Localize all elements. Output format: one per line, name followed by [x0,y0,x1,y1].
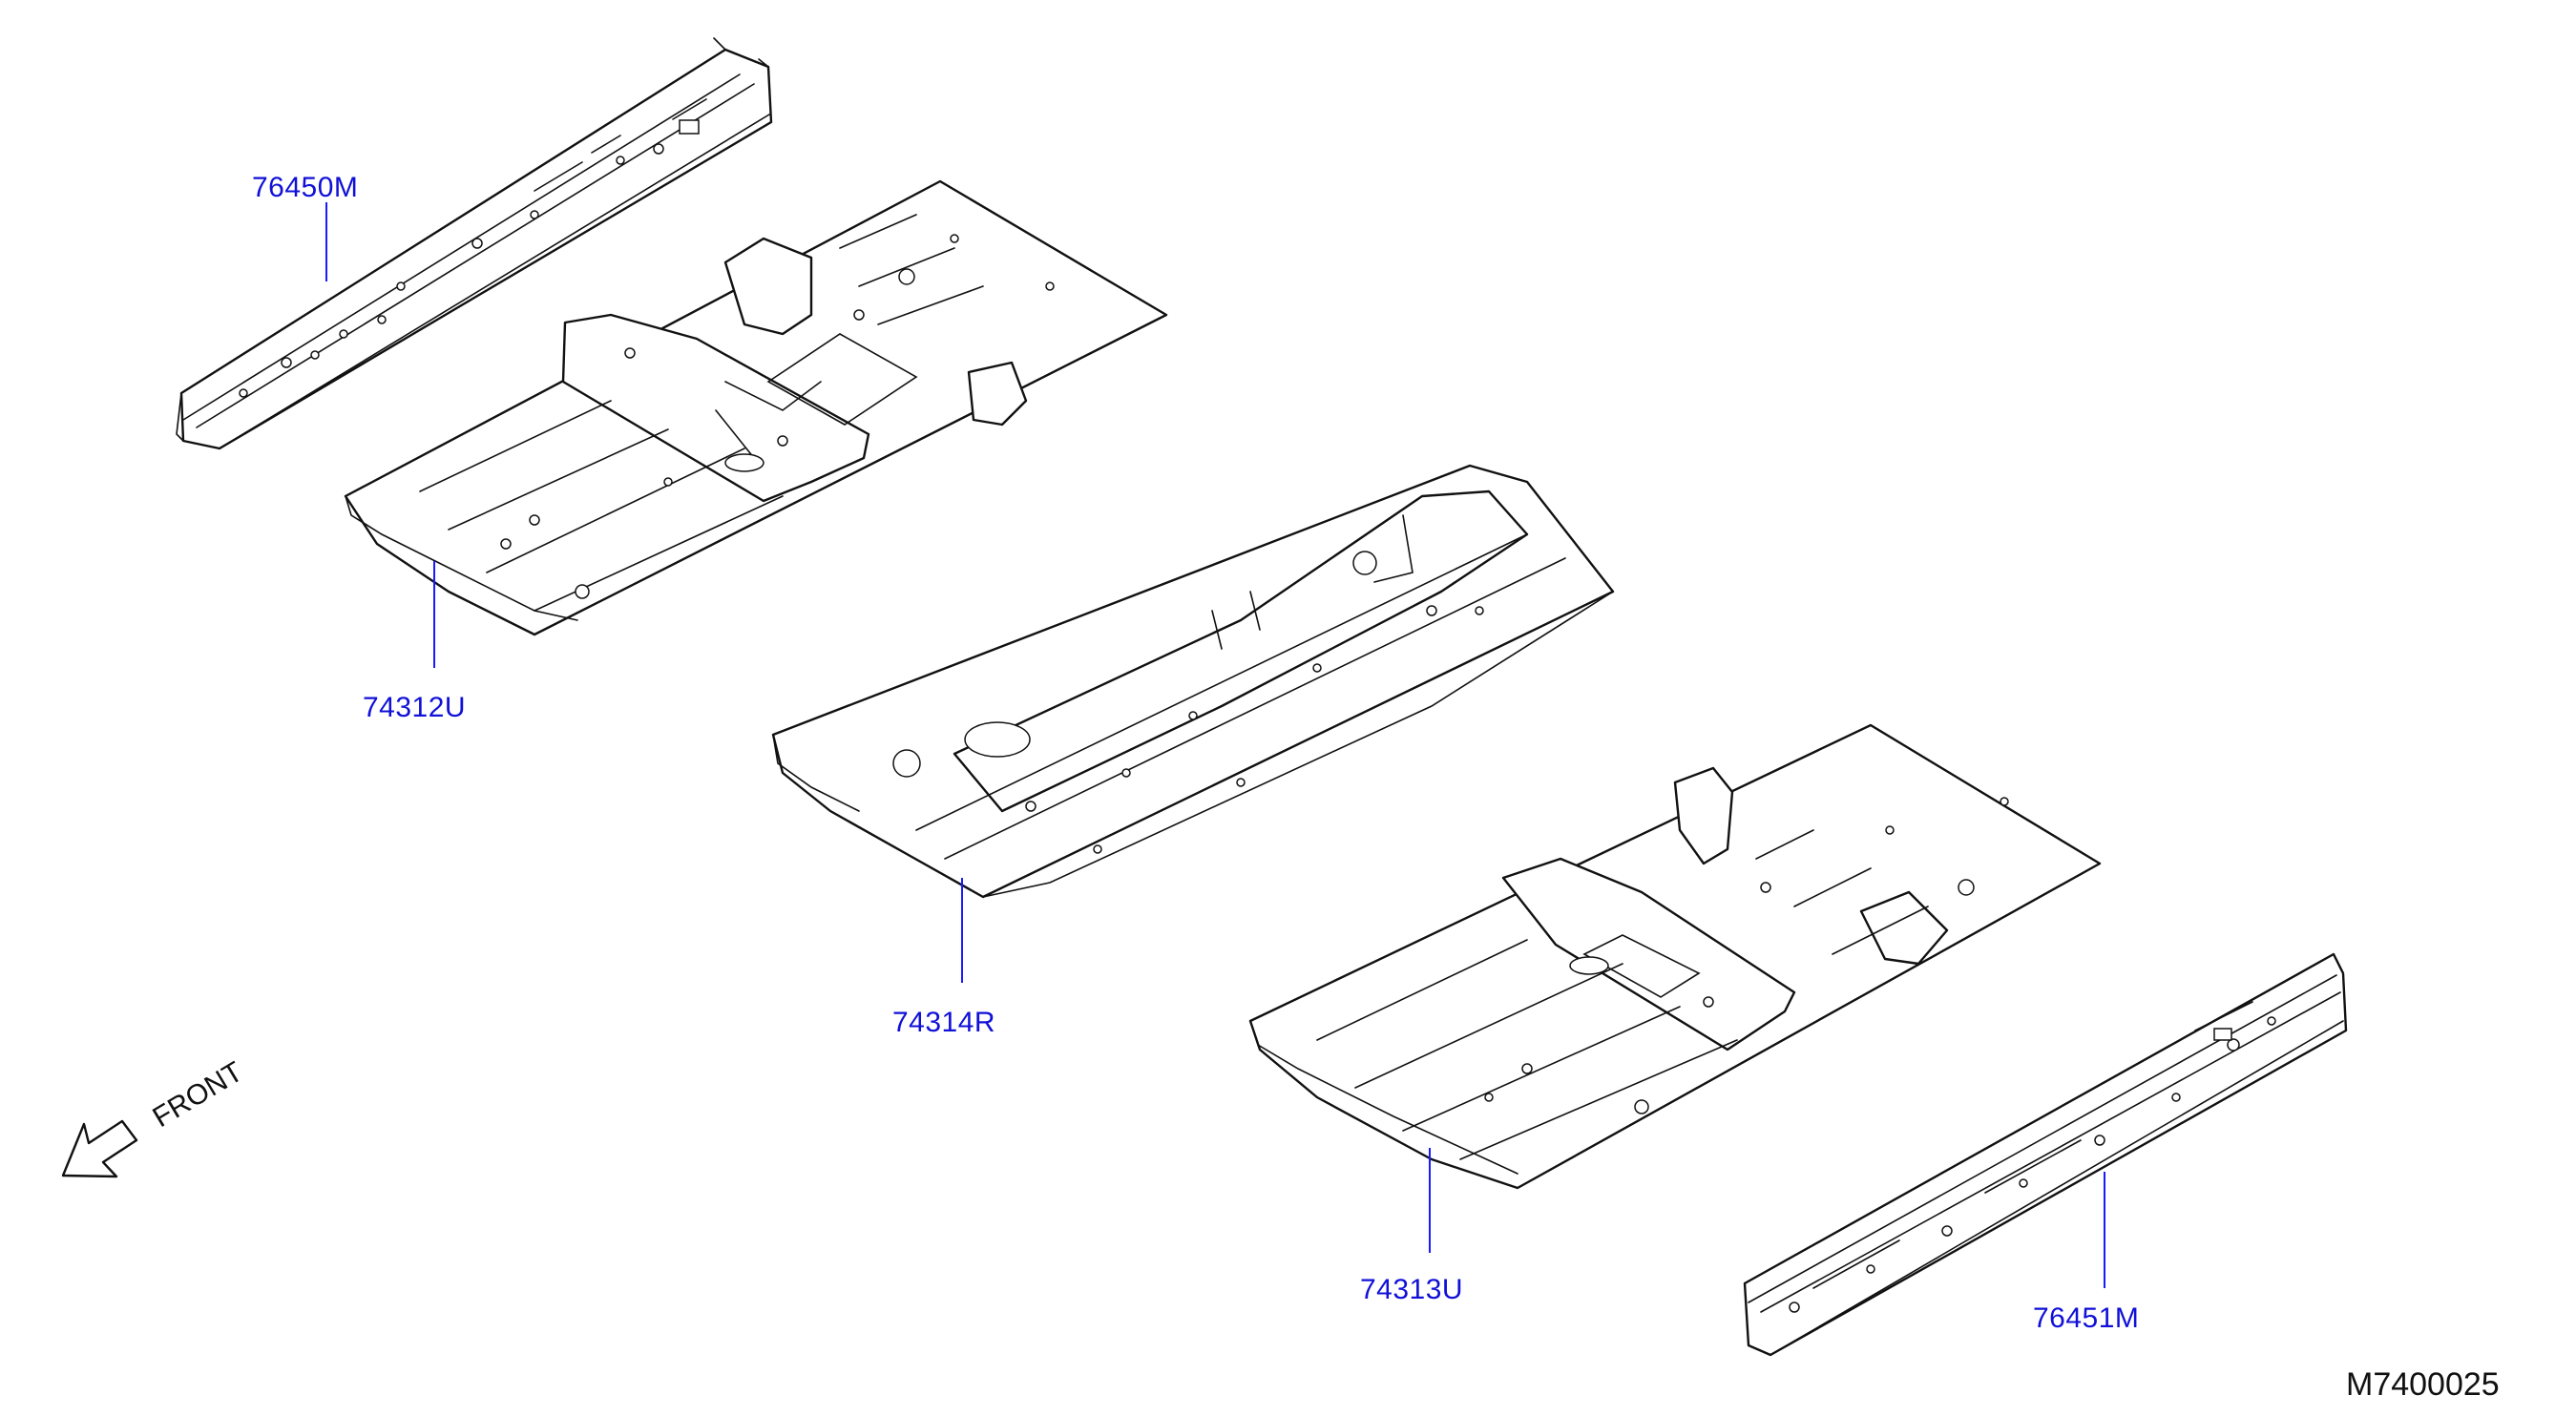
diagram-id: M7400025 [2346,1366,2500,1403]
part-label-74314r: 74314R [892,1007,996,1038]
part-74314r-center-floor [771,464,1615,899]
part-label-74313u: 74313U [1360,1274,1464,1305]
part-74312u-front-floor-left [344,179,1168,636]
part-label-76451m: 76451M [2033,1302,2140,1334]
part-label-74312u: 74312U [363,692,467,723]
part-76451m-rail [1743,952,2348,1357]
front-arrow-icon [61,1119,138,1178]
part-74313u-front-floor-right [1248,723,2102,1190]
part-label-76450m: 76450M [252,172,359,203]
part-76450m-rail [176,37,773,450]
